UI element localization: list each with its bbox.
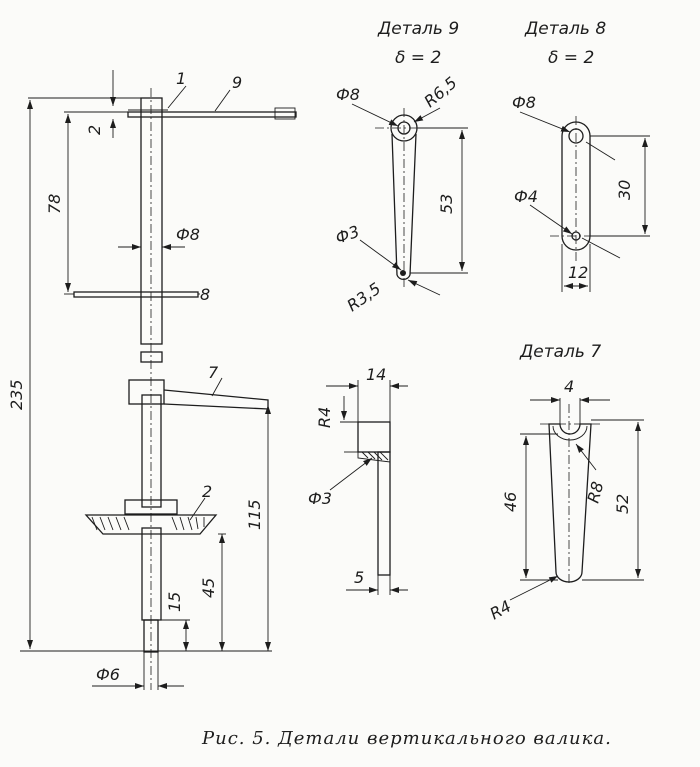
- dim-15-text: 15: [165, 592, 184, 612]
- part9-hole-phi3: [400, 270, 406, 276]
- p8-30-text: 30: [615, 180, 634, 200]
- crank-arm-part-7: [163, 389, 269, 410]
- p8-leader-phi8-out: [585, 141, 616, 161]
- label-pos2: 2: [202, 482, 212, 501]
- arm-9-end: [274, 107, 296, 120]
- p8-leader-phi4-out: [581, 237, 621, 259]
- part8-thickness: δ = 2: [548, 48, 594, 68]
- p9-leader-r35: [407, 279, 441, 296]
- p8-phi8-text: Ф8: [512, 93, 536, 112]
- part9-bottom-end: [396, 274, 411, 281]
- arm-part-9: [127, 111, 297, 118]
- hub-leader-phi3: [329, 457, 373, 491]
- shaft-lower-section: [141, 527, 162, 621]
- hub-block: [357, 421, 391, 453]
- dim-phi8-text: Ф8: [176, 225, 200, 244]
- part7-fork-body: [548, 423, 592, 583]
- crank-side-view: [326, 380, 408, 595]
- p9-leader-phi3: [359, 239, 402, 271]
- p9-r65-text: R6,5: [420, 73, 460, 111]
- p9-r35-text: R3,5: [343, 279, 384, 316]
- vertical-shaft-assembly: [20, 70, 297, 690]
- leader-pos2: [189, 497, 206, 521]
- hub-arm: [377, 451, 391, 576]
- shaft-mid: [140, 351, 163, 363]
- figure-caption: Рис. 5. Детали вертикального валика.: [201, 728, 612, 749]
- plate-part-8: [73, 291, 199, 298]
- part9-title: Деталь 9: [377, 19, 459, 39]
- part7-fork-radius: [552, 425, 588, 441]
- part-7-drawing: [509, 397, 644, 601]
- leader-pos9: [214, 89, 231, 112]
- dim-phi6-text: Ф6: [96, 665, 120, 684]
- p9-leader-r65: [413, 107, 441, 123]
- dim-235-text: 235: [7, 379, 26, 410]
- hub-14-text: 14: [366, 365, 386, 384]
- p8-12-text: 12: [568, 263, 588, 282]
- hub-hatched-section: [357, 451, 391, 463]
- gear-hub-part-2: [124, 499, 178, 515]
- p7-52-text: 52: [613, 494, 632, 514]
- p7-leader-r8: [575, 443, 597, 471]
- hub-hatch-lines: [361, 451, 389, 461]
- crank-hub-part-7: [128, 379, 165, 405]
- p9-53-text: 53: [437, 194, 456, 214]
- part7-title: Деталь 7: [519, 342, 601, 362]
- p8-phi4-text: Ф4: [514, 187, 538, 206]
- leader-pos7: [211, 377, 223, 397]
- hub-r4-text: R4: [315, 407, 334, 428]
- part8-title: Деталь 8: [524, 19, 606, 39]
- dim-45-text: 45: [199, 578, 218, 598]
- p9-phi8-text: Ф8: [336, 85, 360, 104]
- shaft-upper: [140, 97, 163, 345]
- dim-115-text: 115: [245, 499, 264, 530]
- p9-leader-phi8: [351, 103, 399, 127]
- part9-body: [391, 133, 417, 276]
- shaft-middle-section: [141, 394, 162, 508]
- dim-78-text: 78: [45, 194, 64, 214]
- p7-r8-text: R8: [584, 480, 608, 505]
- p7-46-text: 46: [501, 492, 520, 512]
- part-8-drawing: [519, 111, 650, 292]
- hub-5-text: 5: [354, 568, 364, 587]
- p9-phi3-text: Ф3: [333, 222, 362, 248]
- p7-leader-r4: [509, 575, 559, 601]
- gear-teeth-hatching: [91, 516, 205, 531]
- p7-r4-text: R4: [487, 596, 515, 623]
- label-pos7: 7: [208, 363, 219, 382]
- p8-leader-phi4: [529, 204, 573, 235]
- hub-phi3-text: Ф3: [308, 489, 332, 508]
- leader-pos1: [167, 85, 187, 109]
- part9-thickness: δ = 2: [395, 48, 441, 68]
- part-9-drawing: [351, 103, 468, 296]
- p7-4-text: 4: [564, 377, 574, 396]
- p8-leader-phi8: [519, 111, 571, 133]
- dim-2-text: 2: [85, 125, 104, 135]
- label-pos8: 8: [200, 285, 210, 304]
- bevel-gear-part-2: [84, 514, 218, 535]
- label-pos1: 1: [176, 69, 186, 88]
- label-pos9: 9: [232, 73, 242, 92]
